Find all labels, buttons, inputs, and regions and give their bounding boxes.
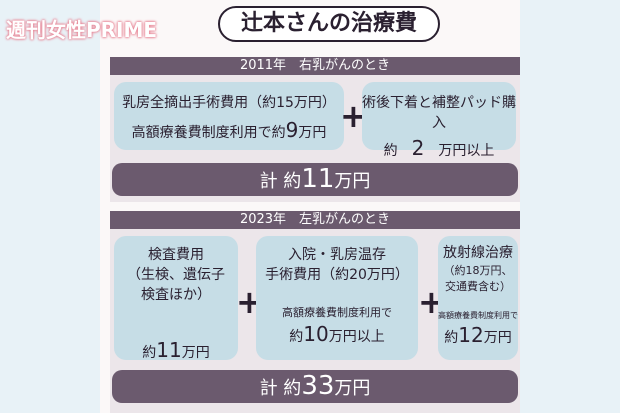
left-background-band	[0, 0, 100, 413]
total-2023: 計 約33万円	[112, 370, 518, 403]
hospitalization-cost-detail: 手術費用（約20万円）	[265, 267, 409, 283]
surgery-cost-amount: 9	[285, 118, 299, 142]
total-2011: 計 約11万円	[112, 163, 518, 196]
radiation-cost-detail-1: （約18万円、	[443, 264, 513, 277]
underwear-cost-card: 術後下着と補整パッド購入 約 2 万円以上	[362, 82, 516, 160]
hospitalization-cost-subsidy: 高額療養費制度利用で	[282, 306, 392, 319]
exam-cost-amount: 11	[156, 338, 182, 362]
section-2023-header: 2023年 左乳がんのとき	[110, 211, 520, 229]
right-background-band	[520, 0, 620, 413]
hospitalization-cost-amount-line: 約10万円以上	[289, 322, 385, 346]
total-2023-amount: 33	[301, 371, 335, 401]
radiation-cost-amount-line: 約12万円	[444, 323, 512, 347]
total-2011-amount: 11	[301, 164, 335, 194]
exam-cost-detail-1: （生検、遺伝子	[127, 267, 225, 283]
underwear-cost-label: 術後下着と補整パッド購入	[362, 95, 516, 131]
surgery-cost-label: 乳房全摘出手術費用（約15万円）	[122, 95, 336, 111]
exam-cost-detail-2: 検査ほか）	[141, 287, 211, 303]
radiation-cost-detail-2: 交通費含む）	[445, 280, 511, 293]
radiation-cost-label: 放射線治療	[443, 245, 513, 261]
surgery-cost-subsidy: 高額療養費制度利用で約9万円	[131, 118, 327, 142]
radiation-cost-amount: 12	[458, 323, 484, 347]
underwear-cost-amount-line: 約 2 万円以上	[383, 136, 495, 160]
underwear-cost-amount: 2	[411, 136, 425, 160]
section-2011-header: 2011年 右乳がんのとき	[110, 57, 520, 75]
hospitalization-cost-label: 入院・乳房温存	[288, 247, 386, 263]
publisher-logo: 週刊女性PRIME	[6, 18, 158, 42]
radiation-cost-card: 放射線治療 （約18万円、 交通費含む） 高額療養費制度利用で 約12万円	[438, 236, 518, 360]
surgery-cost-card: 乳房全摘出手術費用（約15万円） 高額療養費制度利用で約9万円	[114, 82, 344, 150]
exam-cost-card: 検査費用 （生検、遺伝子 検査ほか） 約11万円	[114, 236, 238, 362]
exam-cost-label: 検査費用	[148, 247, 204, 263]
hospitalization-cost-amount: 10	[303, 322, 329, 346]
radiation-cost-subsidy: 高額療養費制度利用で	[438, 311, 518, 320]
exam-cost-amount-line: 約11万円	[142, 338, 210, 362]
page-title: 辻本さんの治療費	[218, 6, 440, 42]
hospitalization-cost-card: 入院・乳房温存 手術費用（約20万円） 高額療養費制度利用で 約10万円以上	[256, 236, 418, 360]
